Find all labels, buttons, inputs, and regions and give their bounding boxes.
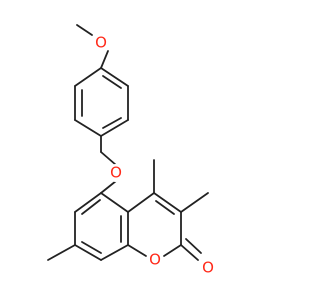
ether-oxygen-background <box>107 164 125 182</box>
bond-aryl-bottom-right <box>100 119 129 137</box>
bond-c5-c4a <box>100 192 129 213</box>
bond-aryl-top-right <box>100 67 129 87</box>
bond-carbonyl-outer <box>180 244 199 261</box>
bond-c7-c8-inner <box>81 241 102 254</box>
bond-c2-ring-o <box>163 244 182 257</box>
bond-c7-methyl <box>47 244 76 261</box>
ring-oxygen-label: O <box>149 251 161 269</box>
structure-svg: O O O O <box>47 24 217 277</box>
bond-ether-c5 <box>100 180 117 194</box>
bond-aryl-bottom-left <box>74 119 102 137</box>
bond-aryl-top-left <box>74 67 102 87</box>
bond-c8-c7 <box>74 244 102 261</box>
bond-c5-c6-inner <box>81 199 101 215</box>
carbonyl-oxygen-background <box>199 259 217 277</box>
bond-c8a-c8 <box>100 244 129 261</box>
bond-carbonyl-inner <box>185 238 202 254</box>
bond-benzylic-ether <box>100 151 117 166</box>
bond-c4-c3-inner <box>155 200 175 215</box>
bond-ring-o-c8a <box>127 244 147 257</box>
atom-labels: O O O O <box>92 34 217 277</box>
ring-oxygen-background <box>146 251 164 269</box>
bond-methyl-o <box>76 24 93 36</box>
bond-o-aryl <box>100 50 109 69</box>
methoxy-oxygen-background <box>92 34 110 52</box>
bonds <box>47 24 209 261</box>
bond-c3-methyl <box>180 192 209 213</box>
methoxy-oxygen-label: O <box>95 34 107 52</box>
bond-aryl-inner-bottom-right <box>102 117 122 129</box>
ether-oxygen-label: O <box>110 164 122 182</box>
bond-aryl-inner-top-right <box>102 75 122 89</box>
molecule-diagram: O O O O <box>47 24 217 277</box>
carbonyl-oxygen-label: O <box>202 259 214 277</box>
bond-c4a-c4 <box>127 192 155 213</box>
bond-c6-c5 <box>74 192 102 213</box>
bond-c4-c3 <box>153 192 182 213</box>
